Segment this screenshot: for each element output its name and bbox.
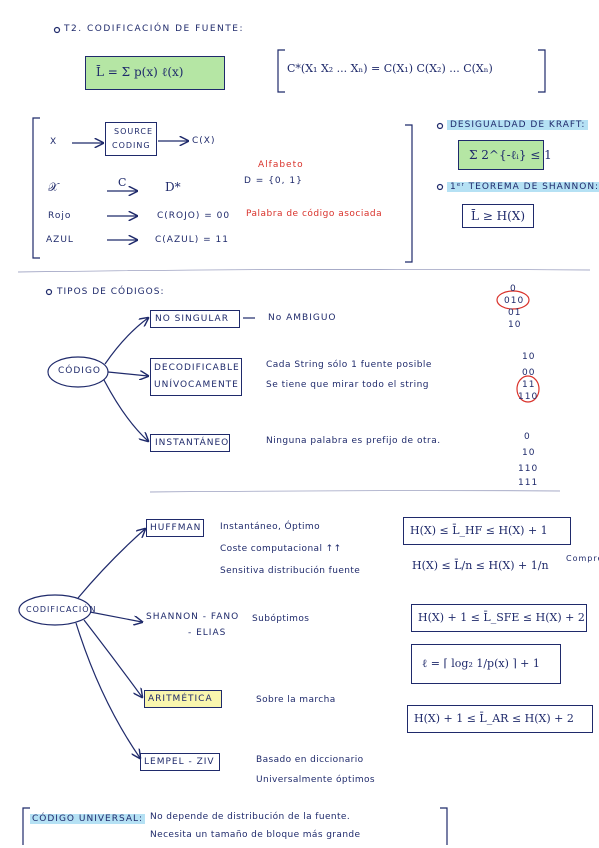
source-coding-box: SOURCE CODING (105, 122, 157, 156)
decodificable-desc-2: Se tiene que mirar todo el string (266, 380, 429, 390)
shannon-title: 1ᵉʳ TEOREMA DE SHANNON: (447, 182, 599, 192)
ex2-2: 11 (522, 380, 536, 390)
huffman-formula-box: H(X) ≤ L̄_HF ≤ H(X) + 1 (403, 517, 571, 545)
ex3-1: 10 (522, 448, 536, 458)
compression-note: Compresión (566, 554, 599, 563)
decodificable-label: DECODIFICABLE (154, 363, 240, 373)
page-title: T2. CODIFICACIÓN DE FUENTE: (64, 24, 245, 34)
ex1-0: 0 (510, 284, 517, 294)
kraft-box: Σ 2^{-ℓᵢ} ≤ 1 (458, 140, 552, 170)
no-singular-desc: No AMBIGUO (268, 313, 337, 323)
sf-desc: Subóptimos (252, 614, 310, 624)
codificacion-label: CODIFICACIÓN (26, 605, 97, 614)
row2-output: C(AZUL) = 11 (155, 235, 229, 245)
lz-desc-2: Universalmente óptimos (256, 775, 376, 785)
row1-output: C(ROJO) = 00 (157, 211, 231, 221)
decodificable-desc-1: Cada String sólo 1 fuente posible (266, 360, 432, 370)
ex3-0: 0 (524, 432, 531, 442)
row1-note: Palabra de código asociada (246, 209, 383, 219)
ex1-2: 01 (508, 308, 522, 318)
sf-formula-box: H(X) + 1 ≤ L̄_SFE ≤ H(X) + 2 (411, 604, 587, 632)
ex2-1: 00 (522, 368, 536, 378)
no-singular-box: NO SINGULAR (150, 310, 240, 328)
instantaneo-label: INSTANTÁNEO (155, 438, 230, 448)
sf-length-box: ℓ = ⌈ log₂ 1/p(x) ⌉ + 1 (411, 644, 561, 684)
huffman-label: HUFFMAN (150, 523, 202, 533)
huffman-desc-1: Instantáneo, Óptimo (220, 522, 321, 532)
source-coding-label-1: SOURCE (114, 127, 154, 136)
bracket-right (538, 49, 546, 93)
extension-formula: C*(X₁ X₂ ... Xₙ) = C(X₁) C(X₂) ... C(Xₙ) (287, 62, 493, 75)
huffman-desc-3: Sensitiva distribución fuente (220, 566, 361, 576)
lempel-ziv-label: LEMPEL - ZIV (144, 757, 215, 767)
ex2-3: 110 (518, 392, 539, 402)
elias-label: - ELIAS (188, 628, 227, 638)
input-x-label: X (50, 137, 58, 147)
kraft-title: DESIGUALDAD DE KRAFT: (447, 120, 589, 130)
avg-length-box: L̄ = Σ p(x) ℓ(x) (85, 56, 225, 90)
col-d: D* (165, 180, 181, 194)
instantaneo-desc: Ninguna palabra es prefijo de otra. (266, 436, 441, 446)
lz-desc-1: Basado en diccionario (256, 755, 364, 765)
aritmetica-box: ARITMÉTICA (144, 690, 222, 708)
sf-formula-1: H(X) + 1 ≤ L̄_SFE ≤ H(X) + 2 (418, 611, 585, 624)
output-cx: C(X) (192, 136, 216, 146)
types-title: TIPOS DE CÓDIGOS: (57, 287, 165, 297)
ex1-1: 010 (504, 296, 525, 306)
row2-input: AZUL (46, 235, 74, 245)
universal-desc-2: Necesita un tamaño de bloque más grande (150, 830, 361, 840)
kraft-formula: Σ 2^{-ℓᵢ} ≤ 1 (469, 148, 552, 162)
alphabet-set: D = {0, 1} (244, 176, 303, 186)
huffman-desc-2: Coste computacional ↑↑ (220, 544, 342, 554)
ex3-3: 111 (518, 478, 539, 488)
codigo-label: CÓDIGO (58, 366, 102, 376)
col-x: 𝒳 (48, 180, 59, 194)
ex3-2: 110 (518, 464, 539, 474)
huffman-box: HUFFMAN (146, 519, 204, 537)
aritmetica-formula: H(X) + 1 ≤ L̄_AR ≤ H(X) + 2 (414, 712, 574, 725)
shannon-formula: L̄ ≥ H(X) (471, 209, 526, 223)
bullet-icon (53, 26, 61, 34)
col-c: C (118, 176, 127, 189)
shannon-box: L̄ ≥ H(X) (462, 204, 534, 228)
universal-desc-1: No depende de distribución de la fuente. (150, 812, 351, 822)
source-coding-label-2: CODING (112, 141, 151, 150)
sf-formula-2: ℓ = ⌈ log₂ 1/p(x) ⌉ + 1 (422, 657, 540, 670)
avg-length-formula: L̄ = Σ p(x) ℓ(x) (96, 65, 184, 79)
ex1-3: 10 (508, 320, 522, 330)
huffman-formula-1: H(X) ≤ L̄_HF ≤ H(X) + 1 (410, 524, 548, 537)
aritmetica-label: ARITMÉTICA (148, 694, 213, 704)
row1-input: Rojo (48, 211, 72, 221)
no-singular-label: NO SINGULAR (155, 314, 229, 324)
aritmetica-desc: Sobre la marcha (256, 695, 336, 705)
aritmetica-formula-box: H(X) + 1 ≤ L̄_AR ≤ H(X) + 2 (407, 705, 593, 733)
bracket-left (277, 49, 285, 93)
codificacion-oval (18, 594, 92, 626)
lempel-ziv-box: LEMPEL - ZIV (140, 753, 220, 771)
alphabet-note: Alfabeto (258, 160, 304, 170)
shannon-fano-label: SHANNON - FANO (146, 612, 240, 622)
instantaneo-box: INSTANTÁNEO (150, 434, 230, 452)
universal-label: CÓDIGO UNIVERSAL: (30, 814, 146, 824)
decodificable-box: DECODIFICABLE UNÍVOCAMENTE (150, 358, 242, 396)
huffman-formula-2: H(X) ≤ L̄/n ≤ H(X) + 1/n (412, 559, 549, 572)
ex2-0: 10 (522, 352, 536, 362)
univocamente-label: UNÍVOCAMENTE (154, 380, 239, 390)
